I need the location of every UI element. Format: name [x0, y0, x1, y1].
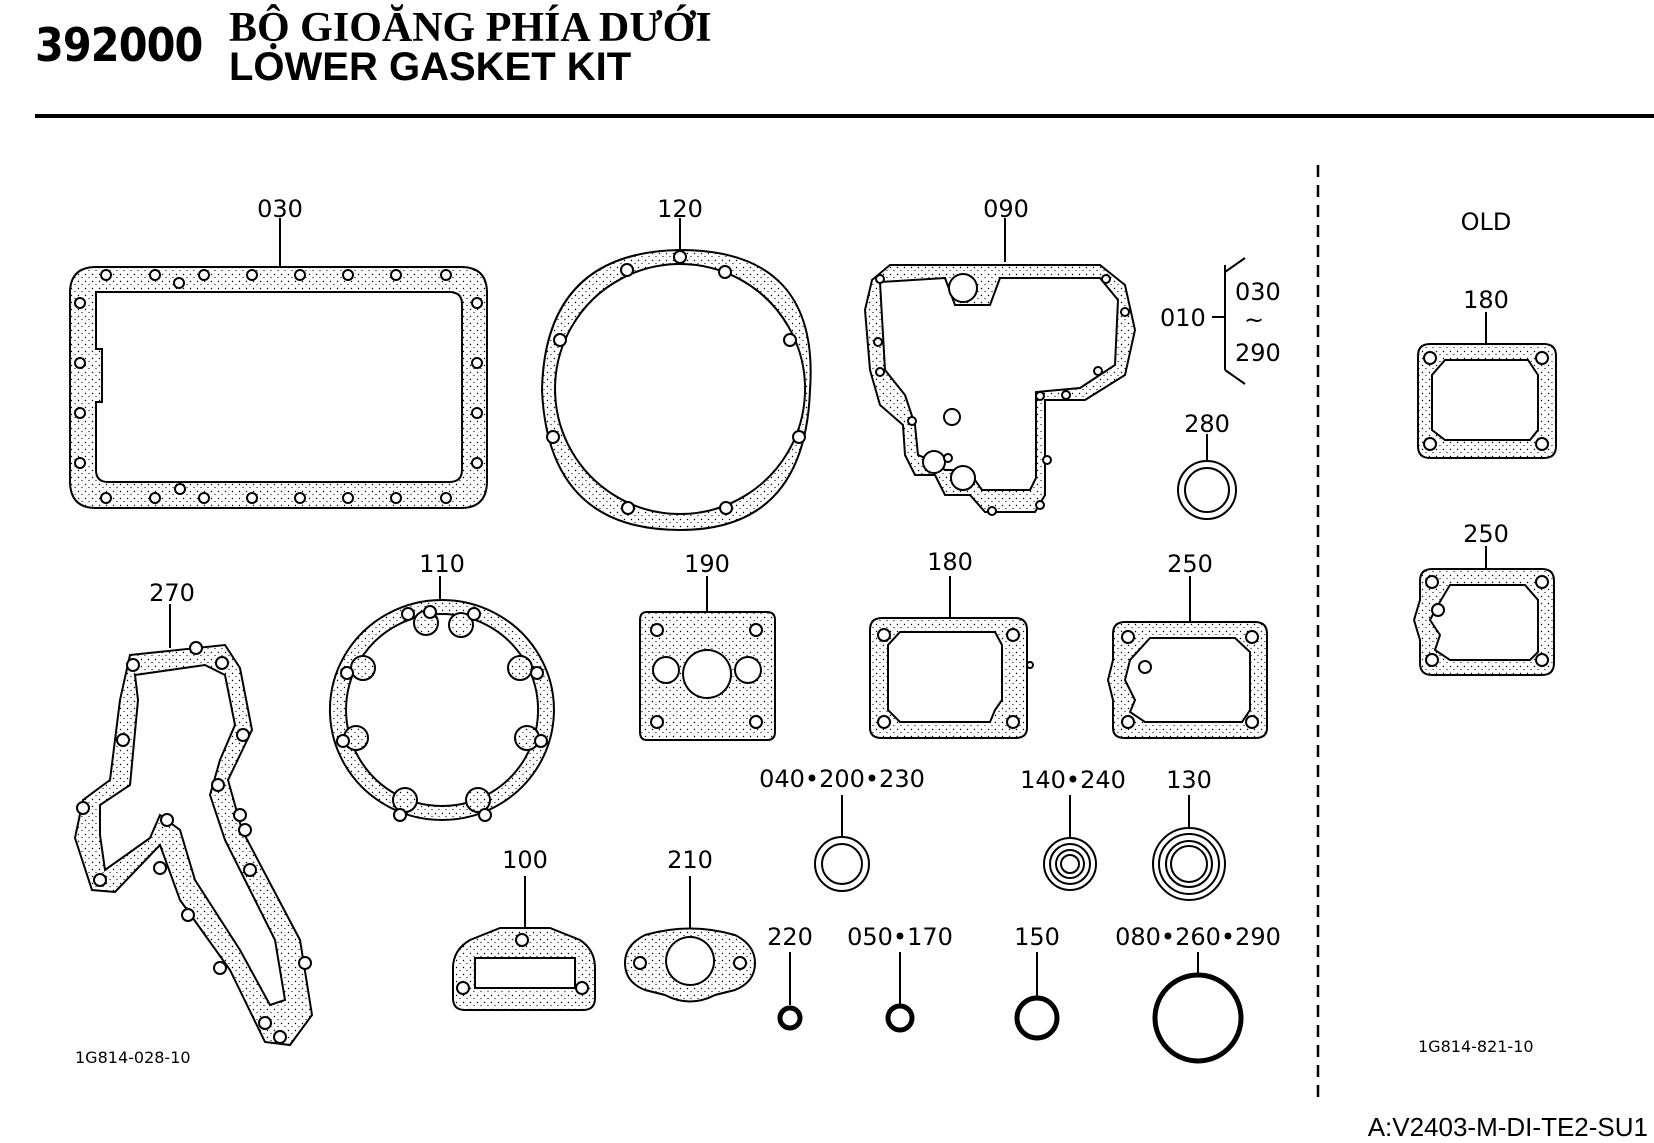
part-080-260-290-o-ring[interactable]	[1152, 952, 1244, 1064]
drawing-code-right: 1G814-821-10	[1418, 1037, 1534, 1056]
part-090-gear-case-gasket[interactable]	[863, 218, 1137, 516]
old-part-180[interactable]	[1417, 312, 1557, 459]
part-250-cover-gasket[interactable]	[1106, 576, 1268, 739]
model-code: A:V2403-M-DI-TE2-SU1	[1367, 1112, 1648, 1142]
header-rule	[35, 114, 1654, 118]
part-140-240-seal[interactable]	[1043, 795, 1097, 891]
part-120-flywheel-housing-gasket[interactable]	[540, 218, 812, 532]
label-120: 120	[657, 195, 703, 223]
label-220: 220	[767, 923, 813, 951]
part-130-seal[interactable]	[1152, 795, 1226, 901]
label-old-250: 250	[1463, 520, 1509, 548]
label-030: 030	[257, 195, 303, 223]
label-280: 280	[1184, 410, 1230, 438]
label-old: OLD	[1461, 208, 1512, 236]
label-range-end: 290	[1235, 339, 1281, 367]
label-040-200-230: 040•200•230	[759, 765, 925, 793]
label-150: 150	[1014, 923, 1060, 951]
part-050-170-o-ring[interactable]	[885, 952, 915, 1033]
label-270: 270	[149, 579, 195, 607]
label-100: 100	[502, 846, 548, 874]
part-110-housing-gasket[interactable]	[328, 576, 555, 822]
label-range-tilde: ~	[1244, 306, 1264, 334]
part-210-elbow-gasket[interactable]	[623, 876, 757, 1003]
part-180-cover-gasket[interactable]	[869, 576, 1034, 739]
label-080-260-290: 080•260•290	[1115, 923, 1281, 951]
part-220-o-ring[interactable]	[777, 952, 803, 1031]
label-110: 110	[419, 550, 465, 578]
page-number: 392000	[35, 18, 203, 72]
drawing-code-left: 1G814-028-10	[75, 1048, 191, 1067]
label-250: 250	[1167, 550, 1213, 578]
label-old-180: 180	[1463, 286, 1509, 314]
label-190: 190	[684, 550, 730, 578]
title-english: LOWER GASKET KIT	[229, 45, 632, 89]
label-010: 010	[1160, 304, 1206, 332]
label-180: 180	[927, 548, 973, 576]
part-100-flange-gasket[interactable]	[452, 876, 596, 1011]
label-090: 090	[983, 195, 1029, 223]
label-050-170: 050•170	[847, 923, 953, 951]
label-range-start: 030	[1235, 278, 1281, 306]
old-part-250[interactable]	[1412, 546, 1555, 676]
part-280-ring[interactable]	[1177, 434, 1237, 520]
part-010-kit-bracket	[1212, 257, 1246, 385]
part-030-oil-pan-gasket[interactable]	[69, 218, 488, 509]
label-210: 210	[667, 846, 713, 874]
part-270-water-pump-gasket[interactable]	[73, 604, 314, 1047]
label-130: 130	[1166, 766, 1212, 794]
label-140-240: 140•240	[1020, 766, 1126, 794]
part-150-o-ring[interactable]	[1014, 952, 1060, 1041]
title-vietnamese: BỘ GIOĂNG PHÍA DƯỚI	[229, 5, 712, 51]
part-040-200-230-seal[interactable]	[814, 795, 870, 892]
part-190-plate-gasket[interactable]	[639, 576, 776, 741]
